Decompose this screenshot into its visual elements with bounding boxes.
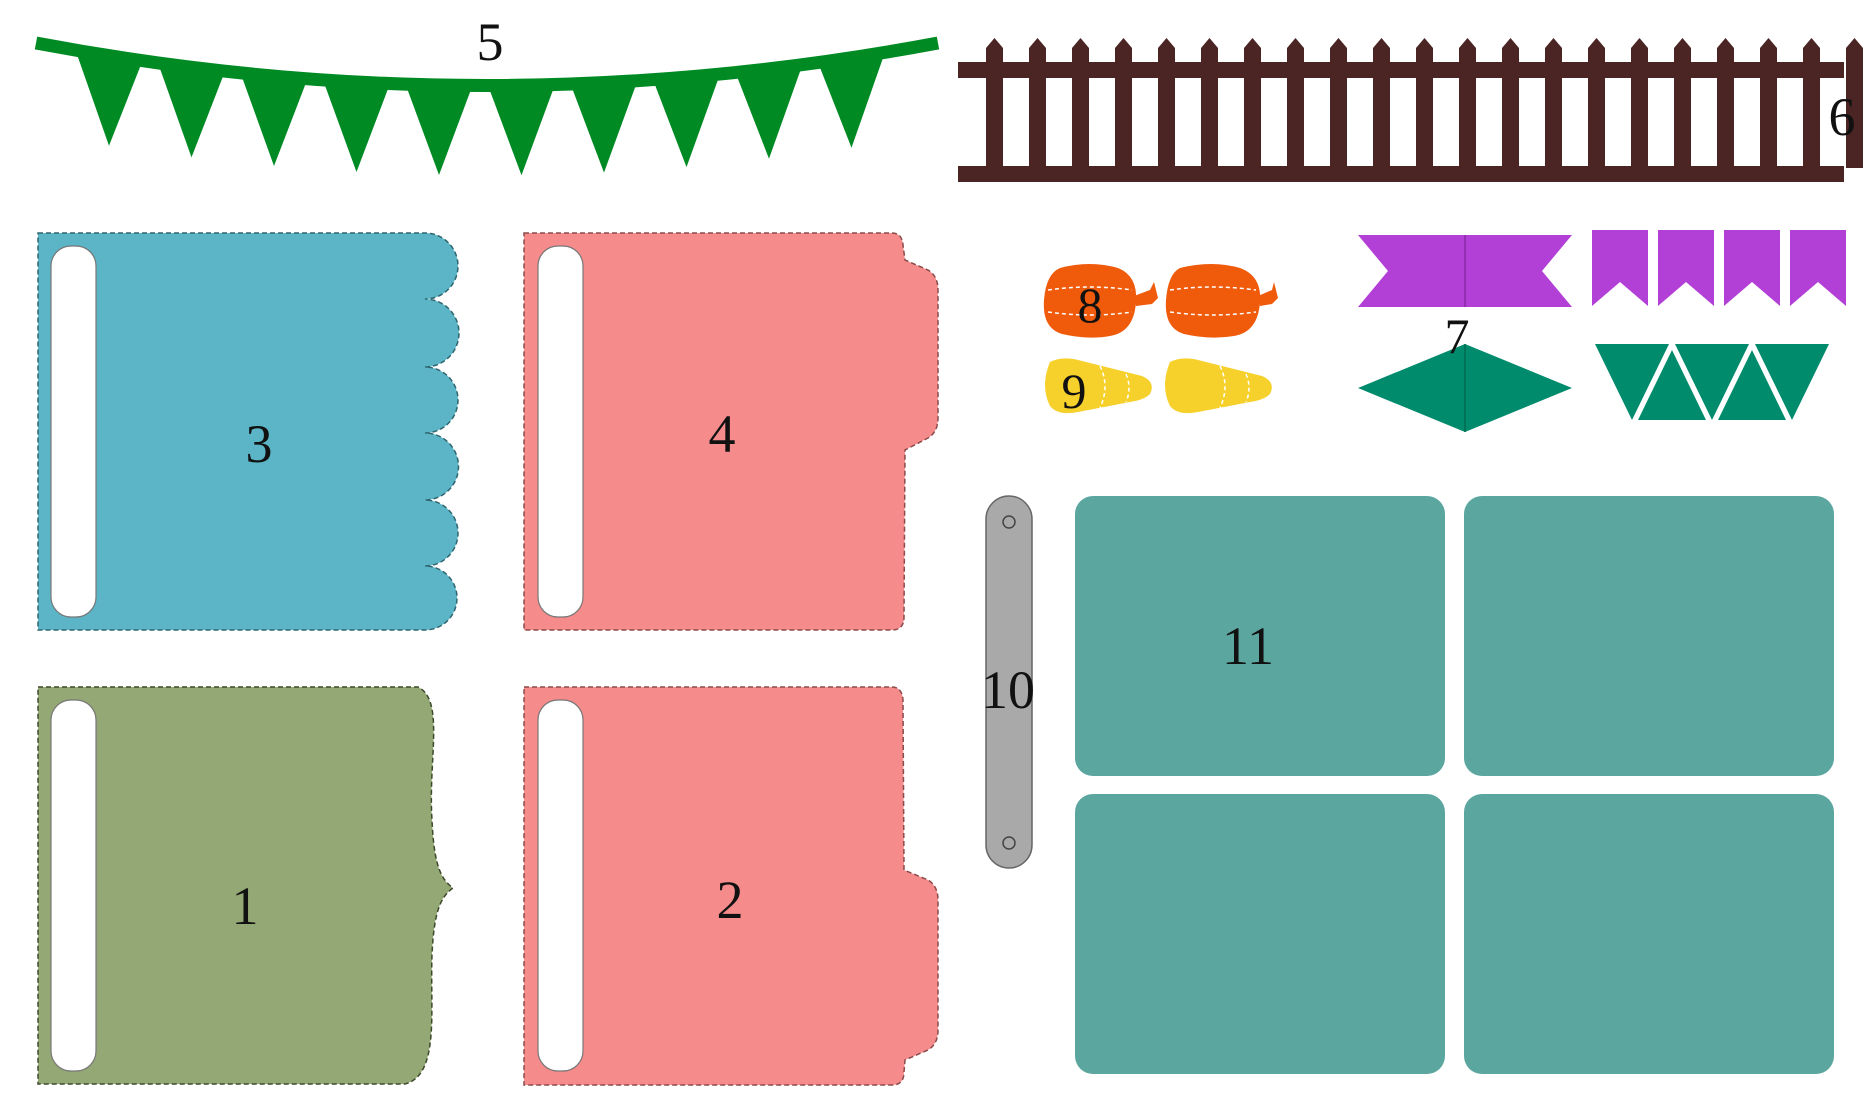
fence-picket: [1760, 38, 1777, 168]
bracket-page-slot: [50, 699, 97, 1072]
fence-picket: [1588, 38, 1605, 168]
cards: 11: [1075, 496, 1834, 1074]
pumpkin-right-stitches: [1169, 286, 1257, 316]
purple-swallowtail-flag: [1790, 230, 1846, 306]
fence-picket: [1502, 38, 1519, 168]
purple-swallowtail-flags: [1592, 230, 1846, 306]
teal-triangle-down: [1595, 344, 1669, 420]
scallop-page-slot: [50, 245, 97, 618]
card-top-right: [1464, 496, 1834, 776]
tab-page-bottom-slot: [537, 699, 584, 1072]
tab-page-bottom: 2: [523, 686, 939, 1086]
purple-swallowtail-flag: [1592, 230, 1648, 306]
pumpkin-left-body: [1043, 264, 1137, 338]
label-10: 10: [981, 660, 1035, 720]
strap-hole-top: [1002, 515, 1016, 529]
label-5: 5: [477, 12, 504, 72]
label-8: 8: [1078, 277, 1103, 333]
fence-picket: [1115, 38, 1132, 168]
scallop-page: 3: [37, 232, 460, 631]
fence-picket: [1416, 38, 1433, 168]
fence-picket: [1717, 38, 1734, 168]
teal-triangle-down: [1755, 344, 1829, 420]
teal-triangle-strip: [1595, 344, 1829, 420]
fence-picket: [1846, 38, 1863, 168]
fence-picket: [1373, 38, 1390, 168]
card-bottom-right: [1464, 794, 1834, 1074]
bunting-flag: [734, 60, 804, 159]
scallop-page-shape: [37, 232, 460, 631]
bunting-flag: [486, 80, 557, 176]
purple-swallowtail-flag: [1658, 230, 1714, 306]
pumpkin-right: [1165, 264, 1278, 338]
fence-picket: [986, 38, 1003, 168]
bunting-flag: [321, 75, 392, 172]
pumpkin-right-body: [1165, 264, 1261, 338]
fence-picket: [1631, 38, 1648, 168]
candy-corn-right: [1165, 358, 1272, 414]
fence-picket: [1330, 38, 1347, 168]
candy-corn-left-stitches: [1099, 365, 1130, 409]
bunting-flag: [74, 45, 144, 146]
fence-picket: [1244, 38, 1261, 168]
pumpkin-left: [1043, 264, 1158, 338]
fence-bottom-rail: [958, 166, 1844, 182]
label-9: 9: [1062, 363, 1087, 419]
label-4: 4: [709, 404, 736, 464]
tab-page-top-slot: [537, 245, 584, 618]
bunting-flag: [816, 47, 887, 148]
strap: 10: [981, 495, 1035, 869]
bracket-page-shape: [37, 686, 455, 1085]
bunting-flag: [156, 58, 227, 158]
bunting-flag: [404, 80, 474, 176]
candy-corn-left-shape: [1045, 358, 1152, 414]
tab-page-top-shape: [523, 232, 939, 631]
tab-page-top: 4: [523, 232, 939, 631]
fence-top-rail: [958, 62, 1844, 78]
label-11: 11: [1222, 616, 1274, 676]
card-top-left: [1075, 496, 1445, 776]
fence-picket: [1803, 38, 1820, 168]
teal-triangle-up: [1718, 350, 1786, 420]
picket-fence: 6: [958, 38, 1863, 182]
candy-corn-right-shape: [1165, 358, 1272, 414]
bunting-flag: [651, 70, 722, 168]
strap-hole-bottom: [1002, 836, 1016, 850]
pennants: 7: [1358, 230, 1846, 432]
fence-pickets: [986, 38, 1863, 168]
bunting-flag: [569, 76, 639, 173]
fence-picket: [1072, 38, 1089, 168]
teal-triangle-up: [1638, 350, 1706, 420]
bunting-flag: [239, 68, 309, 167]
pumpkins: 8: [1043, 264, 1278, 338]
strap-shape: [985, 495, 1033, 869]
fence-picket: [1459, 38, 1476, 168]
label-1: 1: [232, 876, 259, 936]
bunting-banner: 5: [34, 12, 940, 176]
purple-swallowtail-flag: [1724, 230, 1780, 306]
pumpkin-right-stem: [1258, 282, 1278, 306]
label-2: 2: [717, 870, 744, 930]
fence-picket: [1674, 38, 1691, 168]
teal-triangle-down: [1675, 344, 1749, 420]
bracket-page: 1: [37, 686, 455, 1085]
fence-picket: [1158, 38, 1175, 168]
candy-corns: 9: [1045, 358, 1272, 419]
label-7: 7: [1445, 308, 1470, 364]
candy-corn-left: [1045, 358, 1152, 414]
label-6: 6: [1829, 87, 1856, 147]
candy-corn-right-stitches: [1219, 365, 1250, 409]
pumpkin-left-stitches: [1047, 286, 1133, 316]
card-bottom-left: [1075, 794, 1445, 1074]
fence-picket: [1201, 38, 1218, 168]
pumpkin-left-stem: [1134, 282, 1158, 306]
bunting-flags: [74, 45, 887, 176]
fence-picket: [1029, 38, 1046, 168]
fence-picket: [1545, 38, 1562, 168]
label-3: 3: [246, 414, 273, 474]
tab-page-bottom-shape: [523, 686, 939, 1086]
fence-picket: [1287, 38, 1304, 168]
